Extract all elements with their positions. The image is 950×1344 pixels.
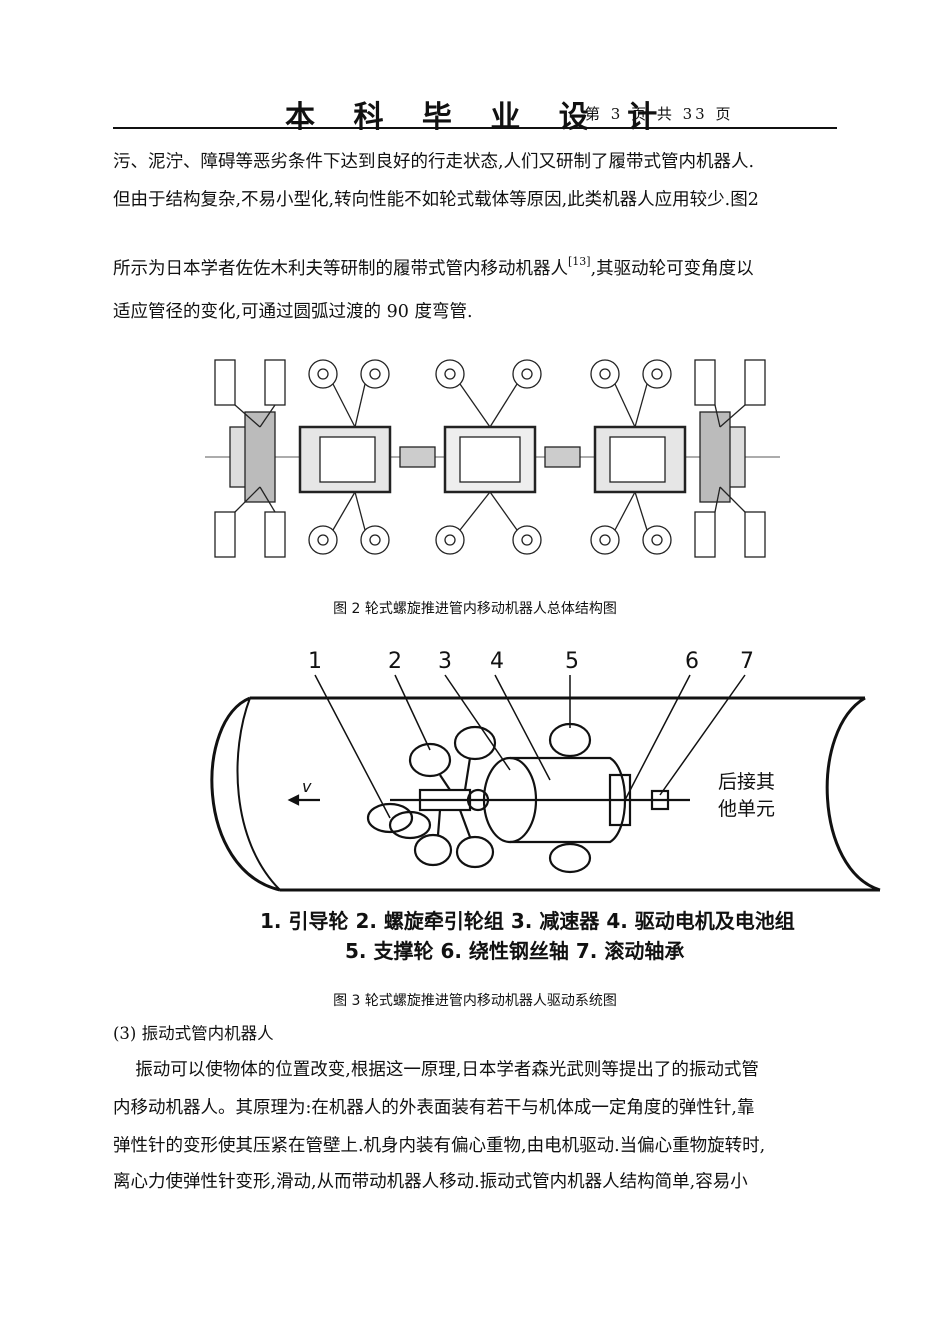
intro-line-3: 所示为日本学者佐佐木利夫等研制的履带式管内移动机器人[13],其驱动轮可变角度以 xyxy=(113,250,837,281)
intro-line-4: 适应管径的变化,可通过圆弧过渡的 90 度弯管. xyxy=(113,302,473,322)
citation-ref: [13] xyxy=(568,255,591,268)
section-line-2: 内移动机器人。其原理为:在机器人的外表面装有若干与机体成一定角度的弹性针,靠 xyxy=(113,1098,755,1118)
fig3-label-6: 6 xyxy=(685,649,699,674)
fig3-label-1: 1 xyxy=(308,649,322,674)
figure3-caption: 图 3 轮式螺旋推进管内移动机器人驱动系统图 xyxy=(333,993,617,1009)
page-number: 第 3 页 共 33 页 xyxy=(585,105,734,123)
section-line-4: 离心力使弹性针变形,滑动,从而带动机器人移动.振动式管内机器人结构简单,容易小 xyxy=(113,1172,748,1192)
section-heading: (3) 振动式管内机器人 xyxy=(113,1024,274,1043)
section-line-1: 振动可以使物体的位置改变,根据这一原理,日本学者森光武则等提出了的振动式管 xyxy=(113,1060,759,1080)
intro-line-3-b: ,其驱动轮可变角度以 xyxy=(590,259,754,279)
fig3-label-3: 3 xyxy=(438,649,452,674)
section-line-3: 弹性针的变形使其压紧在管壁上.机身内装有偏心重物,由电机驱动.当偏心重物旋转时, xyxy=(113,1136,766,1156)
side-note-line-1: 后接其 xyxy=(718,771,775,793)
fig3-label-2: 2 xyxy=(388,649,402,674)
header-title: 本 科 毕 业 设 计 xyxy=(285,100,672,135)
header-divider xyxy=(113,127,837,129)
velocity-label: v xyxy=(302,777,312,796)
intro-line-1: 污、泥泞、障碍等恶劣条件下达到良好的行走状态,人们又研制了履带式管内机器人. xyxy=(113,152,755,172)
figure2-caption: 图 2 轮式螺旋推进管内移动机器人总体结构图 xyxy=(333,601,617,617)
fig3-legend-line-2: 5. 支撑轮 6. 绕性钢丝轴 7. 滚动轴承 xyxy=(345,939,684,963)
fig3-label-5: 5 xyxy=(565,649,579,674)
page-header: 本 科 毕 业 设 计 第 3 页 共 33 页 xyxy=(115,92,837,135)
fig3-label-7: 7 xyxy=(740,649,754,674)
figure2-drawing xyxy=(205,359,780,558)
fig3-legend-line-1: 1. 引导轮 2. 螺旋牵引轮组 3. 减速器 4. 驱动电机及电池组 xyxy=(260,909,795,933)
intro-line-2: 但由于结构复杂,不易小型化,转向性能不如轮式载体等原因,此类机器人应用较少.图2 xyxy=(113,190,759,210)
fig3-label-4: 4 xyxy=(490,649,504,674)
figure3-drawing: 1 2 3 4 5 6 7 v 后接其 他单元 1. 引导轮 2. 螺旋牵引轮组… xyxy=(210,649,881,963)
intro-line-3-a: 所示为日本学者佐佐木利夫等研制的履带式管内移动机器人 xyxy=(113,259,568,279)
side-note-line-2: 他单元 xyxy=(718,798,775,820)
